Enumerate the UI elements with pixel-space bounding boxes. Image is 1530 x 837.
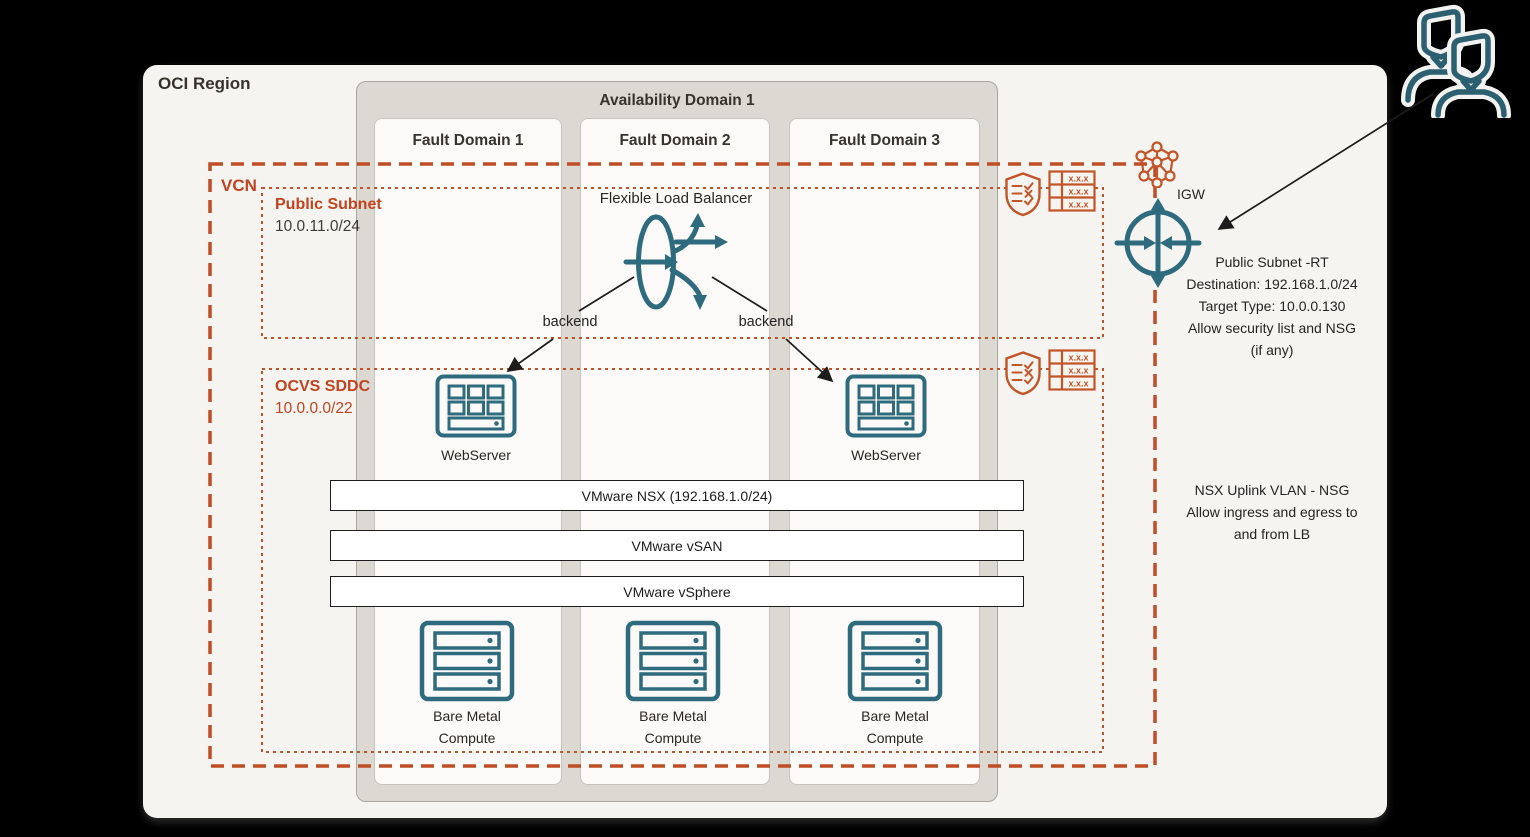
internet-gateway-icon — [1113, 198, 1203, 288]
vmware-vsan-bar: VMware vSAN — [330, 530, 1024, 561]
users-icon — [1401, 4, 1511, 118]
svg-text:x.x.x: x.x.x — [1068, 187, 1088, 197]
svg-text:x.x.x: x.x.x — [1068, 353, 1088, 363]
bare-metal-label-fd1: Bare Metal Compute — [433, 708, 501, 746]
svg-text:x.x.x: x.x.x — [1068, 200, 1088, 210]
route-table-icon-ocvs: x.x.x x.x.x x.x.x — [1048, 349, 1096, 391]
webserver-icon-fd3 — [845, 374, 927, 438]
backend-label-left: backend — [542, 314, 598, 330]
fault-domain-2-label: Fault Domain 2 — [619, 132, 731, 149]
public-subnet-label: Public Subnet — [275, 196, 382, 213]
network-mesh-icon — [1135, 141, 1179, 188]
route-table-note: Public Subnet -RT Destination: 192.168.1… — [1186, 254, 1358, 358]
availability-domain-label: Availability Domain 1 — [599, 92, 755, 109]
vcn-label: VCN — [221, 176, 257, 195]
bare-metal-label-fd3: Bare Metal Compute — [861, 708, 929, 746]
bare-metal-label-fd2: Bare Metal Compute — [639, 708, 707, 746]
ocvs-sddc-label: OCVS SDDC — [275, 378, 371, 395]
fault-domain-3-label: Fault Domain 3 — [828, 132, 941, 149]
igw-label: IGW — [1177, 186, 1205, 202]
security-list-icon-ocvs — [1005, 351, 1041, 396]
vmware-vsphere-bar: VMware vSphere — [330, 576, 1024, 607]
svg-text:x.x.x: x.x.x — [1068, 366, 1088, 376]
public-subnet-cidr: 10.0.11.0/24 — [275, 218, 361, 235]
ocvs-sddc-cidr: 10.0.0.0/22 — [275, 400, 353, 417]
load-balancer-icon — [623, 213, 728, 310]
webserver-icon-fd1 — [435, 374, 517, 438]
route-table-icon-public-subnet: x.x.x x.x.x x.x.x — [1048, 170, 1096, 212]
backend-label-right: backend — [738, 314, 794, 330]
bare-metal-icon-fd3 — [847, 620, 943, 702]
webserver-label-fd1: WebServer — [441, 447, 511, 463]
webserver-label-fd3: WebServer — [851, 447, 921, 463]
vmware-nsx-bar: VMware NSX (192.168.1.0/24) — [330, 480, 1024, 511]
bare-metal-icon-fd2 — [625, 620, 721, 702]
svg-text:x.x.x: x.x.x — [1068, 379, 1088, 389]
bare-metal-icon-fd1 — [419, 620, 515, 702]
load-balancer-label: Flexible Load Balancer — [599, 190, 753, 207]
oci-region-label: OCI Region — [158, 74, 251, 93]
nsg-note: NSX Uplink VLAN - NSG Allow ingress and … — [1186, 482, 1358, 542]
svg-text:x.x.x: x.x.x — [1068, 174, 1088, 184]
security-list-icon-public-subnet — [1005, 172, 1041, 217]
fault-domain-1-label: Fault Domain 1 — [412, 132, 524, 149]
